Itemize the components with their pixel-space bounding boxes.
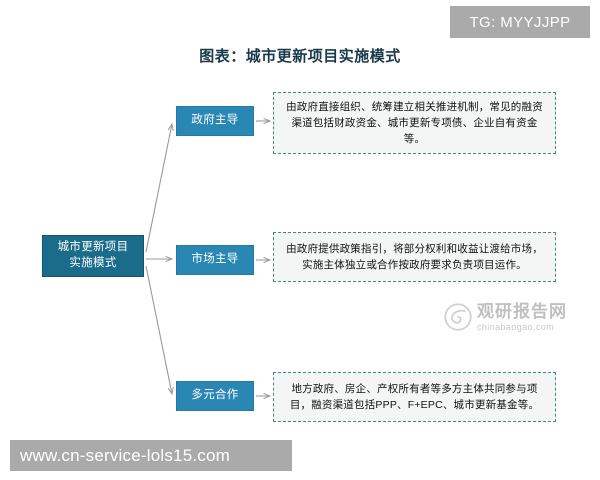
branch-node-label: 多元合作 (191, 389, 239, 402)
logo-swirl-icon (444, 303, 472, 331)
connector-root-to-branch-1 (145, 124, 172, 253)
source-logo-watermark: 观研报告网 chinabaogao.com (443, 296, 589, 338)
connector-root-to-branch-3 (145, 265, 172, 394)
logo-text-cn: 观研报告网 (477, 301, 567, 321)
description-text: 由政府直接组织、统筹建立相关推进机制，常见的融资渠道包括财政资金、城市更新专项债… (286, 100, 543, 146)
root-node-label-line1: 城市更新项目 (57, 241, 129, 254)
branch-node-government-led[interactable]: 政府主导 (176, 106, 254, 136)
description-box-multi-party: 地方政府、房企、产权所有者等多方主体共同参与项目，融资渠道包括PPP、F+EPC… (273, 372, 556, 422)
description-box-government-led: 由政府直接组织、统筹建立相关推进机制，常见的融资渠道包括财政资金、城市更新专项债… (273, 92, 556, 154)
chart-title: 图表：城市更新项目实施模式 (199, 48, 401, 65)
description-text: 地方政府、房企、产权所有者等多方主体共同参与项目，融资渠道包括PPP、F+EPC… (289, 382, 540, 411)
description-text: 由政府提供政策指引，将部分权利和收益让渡给市场，实施主体独立或合作按政府要求负责… (286, 242, 543, 271)
branch-node-label: 市场主导 (191, 253, 239, 266)
root-node[interactable]: 城市更新项目 实施模式 (42, 235, 144, 277)
branch-node-multi-party[interactable]: 多元合作 (176, 381, 254, 411)
description-box-market-led: 由政府提供政策指引，将部分权利和收益让渡给市场，实施主体独立或合作按政府要求负责… (273, 232, 556, 282)
logo-text-en: chinabaogao.com (477, 321, 555, 332)
root-node-label-line2: 实施模式 (69, 257, 117, 269)
branch-node-label: 政府主导 (191, 114, 239, 127)
watermark-top-right: TG: MYYJJPP (450, 6, 590, 38)
branch-node-market-led[interactable]: 市场主导 (176, 245, 254, 275)
watermark-bottom-left: www.cn-service-lols15.com (10, 440, 292, 471)
